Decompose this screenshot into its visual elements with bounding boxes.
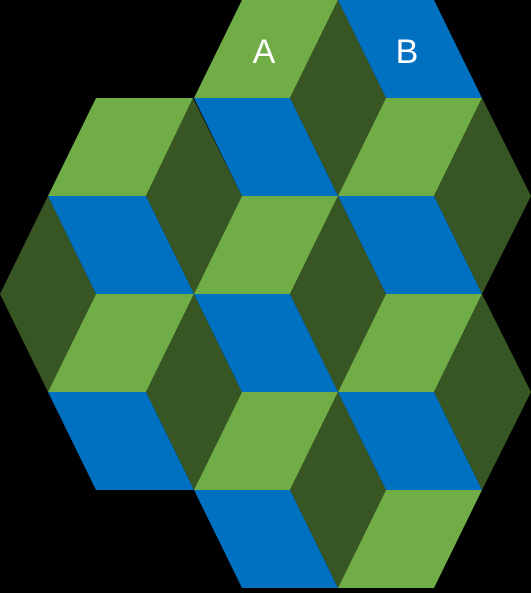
rhombus-tile	[48, 392, 194, 490]
rhombus-tile	[434, 294, 531, 490]
rhombus-tile	[194, 490, 338, 588]
rhombus-tile	[48, 98, 193, 196]
rhombus-tile	[48, 294, 194, 392]
rhombus-tile	[338, 392, 482, 490]
rhombus-tile	[194, 294, 338, 392]
rhombus-tile	[194, 98, 338, 196]
rhombus-tile	[434, 98, 531, 294]
tile-label-b: B	[396, 33, 419, 71]
rhombus-tile	[338, 196, 482, 294]
rhombus-tile	[338, 490, 482, 588]
tile-label-a: A	[253, 33, 276, 71]
rhombus-tile	[338, 0, 482, 98]
rhombus-tile	[48, 196, 194, 294]
